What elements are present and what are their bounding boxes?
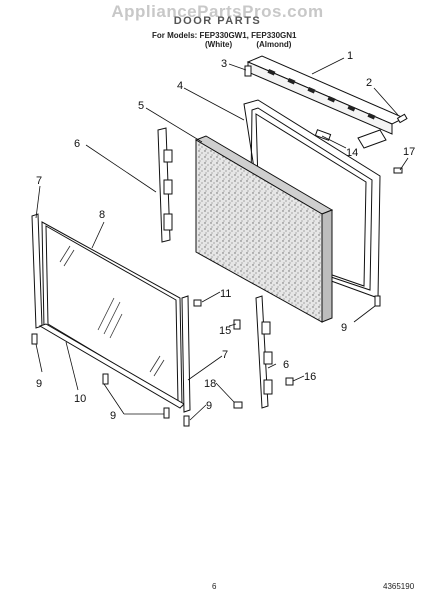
callout-9-right: 9 [341, 322, 347, 334]
callout-9-bottom-right: 9 [206, 400, 212, 412]
variant-almond: (Almond) [256, 40, 292, 49]
callout-numbers: 1 2 3 4 5 6 7 8 9 10 11 14 15 17 9 7 6 1… [36, 50, 415, 422]
watermark: AppliancePartsPros.com [111, 2, 324, 21]
callout-9-bottom: 9 [110, 410, 116, 422]
callout-15: 15 [219, 325, 231, 337]
screw-part-17 [393, 167, 403, 174]
callout-7-left: 7 [36, 175, 42, 187]
document-number: 4365190 [383, 582, 415, 591]
callout-6-left: 6 [74, 138, 80, 150]
hinge-channel-right [255, 295, 273, 409]
leader-lines [35, 57, 409, 421]
callout-7-right: 7 [222, 349, 228, 361]
clip-part-3 [244, 65, 252, 77]
callout-1: 1 [347, 50, 353, 62]
screw-part-9a [374, 295, 381, 307]
clip-part-16 [285, 377, 294, 386]
screw-part-9e [183, 415, 190, 427]
callout-10: 10 [74, 393, 86, 405]
screw-part-18 [233, 401, 243, 409]
callout-5: 5 [138, 100, 144, 112]
callout-9-left: 9 [36, 378, 42, 390]
models-line: For Models: FEP330GW1, FEP330GN1 [152, 31, 297, 40]
side-trim-right [181, 295, 191, 413]
callout-18: 18 [204, 378, 216, 390]
screw-part-9b [31, 333, 38, 345]
screw-part-9c [102, 373, 109, 385]
screw-part-9d [163, 407, 170, 419]
screw-part-2 [396, 113, 408, 124]
variant-white: (White) [205, 40, 233, 49]
clip-part-11 [193, 299, 202, 307]
hinge-channel-left [157, 127, 173, 243]
callout-11: 11 [220, 288, 231, 300]
callout-17: 17 [403, 146, 415, 158]
callout-2: 2 [366, 77, 372, 89]
side-trim-left [31, 213, 43, 329]
callout-4: 4 [177, 80, 183, 92]
callout-6-right: 6 [283, 359, 289, 371]
page-number: 6 [212, 582, 217, 591]
insulation-blanket [194, 135, 334, 323]
diagram-title: DOOR PARTS [173, 15, 262, 27]
callout-3: 3 [221, 58, 227, 70]
vent-trim-part [246, 55, 406, 149]
callout-8: 8 [99, 209, 105, 221]
callout-16: 16 [304, 371, 316, 383]
color-variants: (White) (Almond) [205, 40, 313, 49]
outer-glass-panel [41, 221, 183, 407]
callout-14: 14 [346, 147, 358, 159]
